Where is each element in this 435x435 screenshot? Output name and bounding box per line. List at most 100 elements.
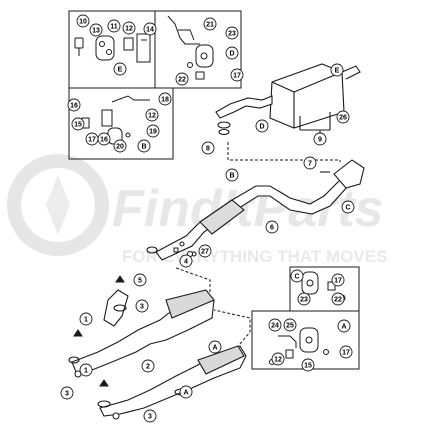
callout-circle — [331, 292, 345, 306]
arrow-up-icon — [99, 379, 109, 387]
detail-marker-C: C — [341, 200, 355, 214]
callout-number: 12 — [274, 357, 282, 364]
muffler-inlet-pipe — [215, 95, 273, 119]
callout-circle — [133, 273, 147, 287]
callout-circle — [145, 108, 159, 122]
callout-11: 11 — [107, 19, 121, 33]
detail-marker-circle — [225, 46, 239, 60]
callout-circle — [339, 345, 353, 359]
callout-number: 15 — [74, 122, 82, 129]
downpipe-upper — [103, 289, 129, 327]
detail-marker-letter: C — [294, 274, 299, 281]
isolator-part — [301, 271, 319, 295]
callout-23: 23 — [225, 26, 239, 40]
callout-circle — [331, 273, 345, 287]
callout-17: 17 — [230, 68, 244, 82]
detail-marker-letter: D — [259, 124, 264, 131]
callout-number: 27 — [201, 249, 209, 256]
callout-number: 4 — [184, 259, 188, 266]
callout-circle — [113, 139, 127, 153]
callout-number: 20 — [116, 144, 124, 151]
front-pipe-assembly-upper — [68, 289, 215, 373]
callout-3: 3 — [135, 299, 149, 313]
callout-number: 23 — [300, 297, 308, 304]
callout-27: 27 — [198, 244, 212, 258]
callout-circle — [265, 220, 279, 234]
nut-part — [323, 349, 329, 355]
isolator-hole — [306, 279, 314, 287]
callout-17: 17 — [85, 132, 99, 146]
callout-7: 7 — [303, 156, 317, 170]
nut-part — [179, 241, 185, 247]
callout-number: 18 — [161, 97, 169, 104]
detail-marker-letter: A — [183, 390, 188, 397]
callout-15: 15 — [301, 358, 315, 372]
pipe-clamp — [217, 121, 231, 129]
callout-circle — [97, 132, 111, 146]
callout-17: 17 — [331, 273, 345, 287]
detail-marker-E: E — [113, 62, 127, 76]
callout-circle — [141, 359, 155, 373]
hanger-rod — [167, 15, 200, 45]
callout-number: 15 — [304, 363, 312, 370]
detail-marker-A: A — [179, 385, 193, 399]
callout-number: 21 — [206, 22, 214, 29]
nut-4 — [173, 247, 179, 253]
callout-22: 22 — [175, 72, 189, 86]
pipe-flange — [146, 246, 158, 254]
bracket-part — [278, 335, 297, 348]
callout-number: 14 — [146, 27, 154, 34]
bolt-head — [195, 71, 205, 80]
callout-number: 6 — [270, 225, 274, 232]
callout-number: 1 — [84, 317, 88, 324]
callout-number: 8 — [206, 146, 210, 153]
connector-dashed-line — [213, 309, 251, 345]
callout-number: 3 — [65, 391, 69, 398]
callout-20: 20 — [113, 139, 127, 153]
detail-marker-letter: A — [212, 345, 217, 352]
detail-marker-circle — [330, 63, 344, 77]
callout-number: 16 — [100, 137, 108, 144]
callout-circle — [79, 363, 93, 377]
callout-circle — [271, 352, 285, 366]
detail-marker-circle — [113, 62, 127, 76]
callout-circle — [268, 318, 282, 332]
callout-circle — [135, 299, 149, 313]
detail-marker-B: B — [225, 168, 239, 182]
callout-17: 17 — [339, 345, 353, 359]
callout-number: 12 — [125, 26, 133, 33]
catalytic-converter-upper — [165, 289, 215, 319]
muffler-assembly — [215, 63, 361, 138]
callout-number: 26 — [339, 115, 347, 122]
callout-number: 22 — [178, 77, 186, 84]
callout-circle — [76, 14, 90, 28]
callout-circle — [336, 110, 350, 124]
callout-number: 2 — [146, 364, 150, 371]
bracket-part — [136, 33, 151, 63]
hanger-part — [101, 109, 113, 127]
callout-circle — [230, 68, 244, 82]
callout-number: 16 — [70, 103, 78, 110]
callout-12: 12 — [122, 21, 136, 35]
callout-number: 9 — [318, 137, 322, 144]
callout-number: 17 — [334, 278, 342, 285]
callout-6: 6 — [265, 220, 279, 234]
pipe-clamp-lower — [218, 128, 230, 136]
callout-circle — [79, 312, 93, 326]
callout-number: 3 — [148, 414, 152, 421]
isolator-part — [195, 44, 214, 68]
callout-circle — [303, 156, 317, 170]
detail-marker-B: B — [137, 139, 151, 153]
callout-number: 3 — [140, 304, 144, 311]
detail-marker-circle — [255, 119, 269, 133]
nut-part — [123, 37, 134, 51]
callout-circle — [158, 92, 172, 106]
callout-circle — [122, 21, 136, 35]
detail-marker-letter: E — [335, 68, 340, 75]
detail-marker-letter: E — [118, 67, 123, 74]
nut-3-lower — [112, 412, 120, 420]
callout-number: 25 — [286, 323, 294, 330]
